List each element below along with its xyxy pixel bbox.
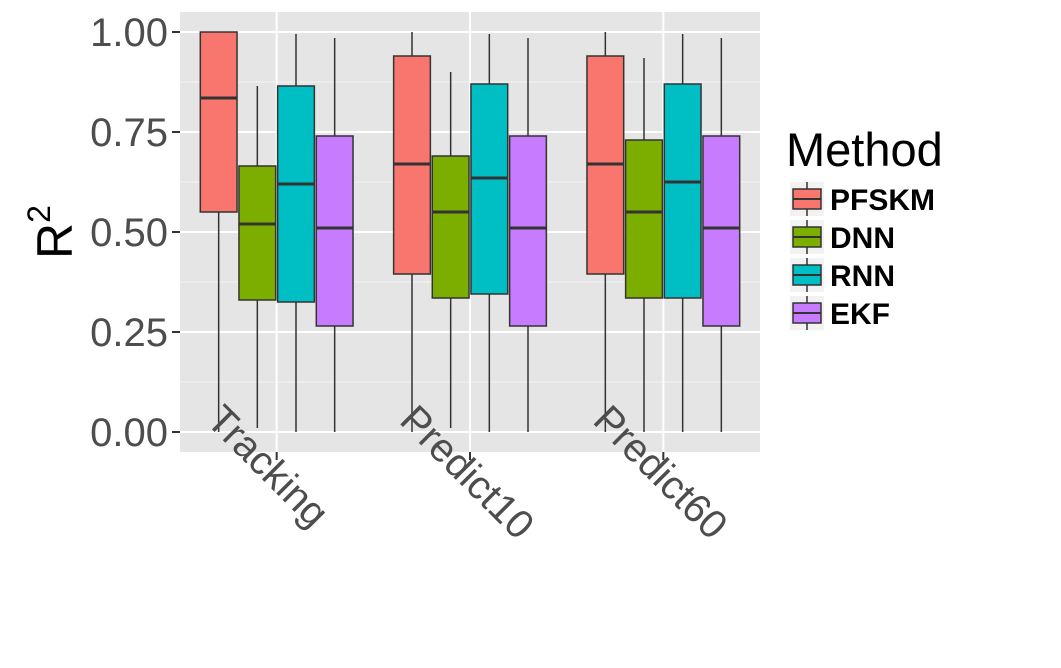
box-rnn-predict60 (663, 34, 702, 432)
box-iqr (624, 139, 664, 299)
legend-item-pfskm: PFSKM (790, 182, 935, 217)
y-tick-label: 1.00 (90, 11, 168, 55)
legend-item-dnn: DNN (790, 220, 895, 255)
y-tick-label: 0.25 (90, 311, 168, 355)
legend-label: PFSKM (830, 184, 935, 217)
box-iqr (238, 165, 277, 301)
box-iqr (702, 135, 741, 327)
box-ekf-predict60 (702, 38, 741, 432)
box-dnn-tracking (238, 86, 277, 428)
box-rnn-predict10 (470, 34, 509, 432)
box-iqr (315, 135, 354, 327)
box-ekf-predict10 (508, 38, 548, 432)
box-dnn-predict10 (431, 72, 470, 428)
legend-label: RNN (830, 260, 895, 293)
legend-item-ekf: EKF (790, 296, 890, 331)
legend-title: Method (786, 123, 943, 176)
box-pfskm-tracking (199, 31, 238, 432)
boxes (199, 31, 741, 432)
box-pfskm-predict10 (392, 32, 432, 432)
box-ekf-tracking (315, 38, 354, 432)
grid-lines (180, 12, 760, 452)
y-tick-label: 0.75 (90, 111, 168, 155)
legend-label: EKF (830, 298, 890, 331)
box-iqr (431, 155, 470, 299)
y-tick-label: 0.50 (90, 211, 168, 255)
legend-item-rnn: RNN (790, 258, 895, 293)
y-tick-label: 0.00 (90, 411, 168, 455)
box-rnn-tracking (276, 34, 316, 432)
box-dnn-predict60 (624, 58, 664, 432)
y-axis-title: R2 (21, 205, 83, 259)
box-pfskm-predict60 (586, 32, 625, 432)
box-iqr (663, 83, 702, 299)
box-iqr (276, 85, 316, 303)
legend: Method PFSKM DNN RNN EKF (786, 123, 943, 331)
box-iqr (508, 135, 548, 327)
box-iqr (470, 83, 509, 295)
box-iqr (199, 31, 238, 213)
legend-label: DNN (830, 222, 895, 255)
